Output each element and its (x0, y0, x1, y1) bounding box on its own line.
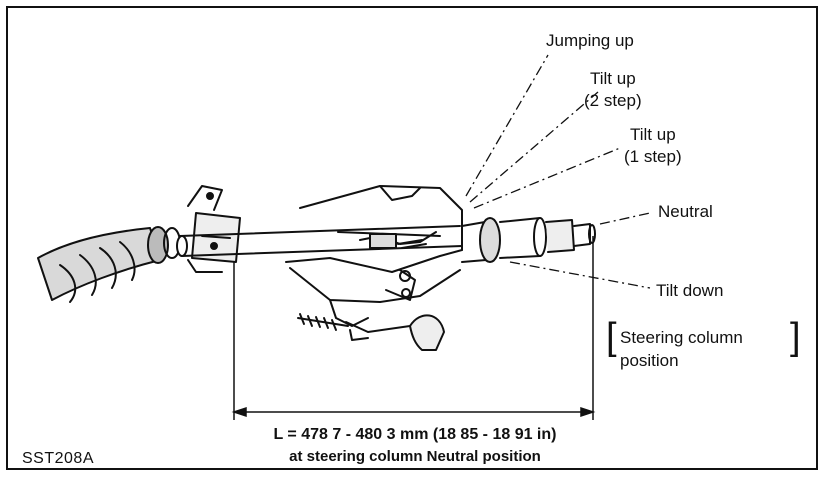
legend-bracket-right: ] (790, 316, 801, 358)
label-jumping-up: Jumping up (546, 31, 634, 50)
lower-boot (37, 226, 181, 303)
legend-line1: Steering column (620, 328, 743, 347)
leader-neutral (599, 212, 651, 225)
dimension-arrow-left (231, 406, 247, 418)
figure-code: SST208A (22, 450, 94, 467)
lower-bracket (187, 185, 241, 273)
legend-line2: position (620, 351, 679, 370)
figure-border (6, 6, 818, 470)
label-neutral: Neutral (658, 202, 713, 221)
leader-jumping-up (465, 54, 549, 197)
lock-bolt (297, 313, 445, 351)
column-tube (176, 225, 463, 257)
leader-tilt-down (509, 261, 651, 289)
label-tilt-up-1-line1: Tilt up (630, 125, 676, 144)
label-tilt-up-2-line1: Tilt up (590, 69, 636, 88)
leader-tilt-up-1 (473, 147, 621, 209)
upper-shaft (461, 217, 596, 263)
tilt-housing (285, 185, 463, 327)
dimension-note: at steering column Neutral position (289, 448, 541, 465)
label-tilt-up-2-line2: (2 step) (584, 91, 642, 110)
dimension-line-group (231, 236, 596, 420)
leader-tilt-up-2 (469, 91, 599, 203)
label-tilt-up-1-line2: (1 step) (624, 147, 682, 166)
dimension-value: L = 478 7 - 480 3 mm (18 85 - 18 91 in) (273, 426, 557, 443)
position-leaders (465, 54, 651, 289)
label-tilt-down: Tilt down (656, 281, 724, 300)
dimension-arrow-right (580, 406, 596, 418)
legend-bracket-left: [ (606, 316, 617, 358)
